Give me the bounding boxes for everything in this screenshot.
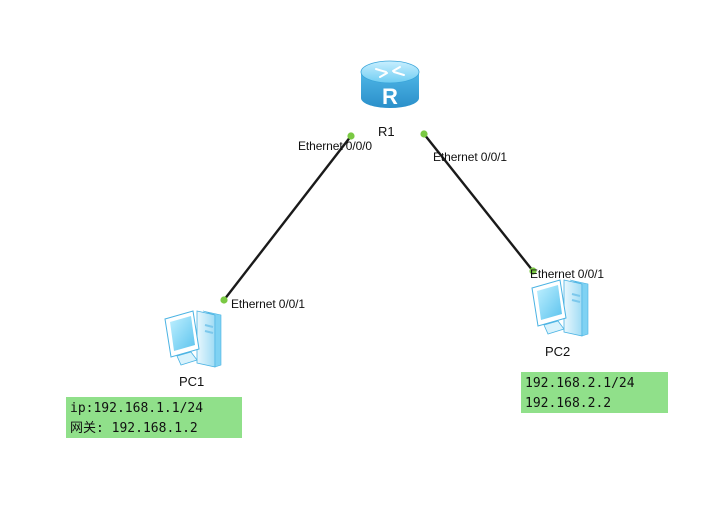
pc2-gateway-line: 192.168.2.2 <box>525 396 612 411</box>
pc2-icon[interactable] <box>531 279 589 337</box>
pc2-label: PC2 <box>545 344 571 359</box>
router-badge: R <box>382 84 398 109</box>
router-icon[interactable]: R <box>360 60 420 109</box>
port-label-pc1-e001: Ethernet 0/0/1 <box>231 297 305 311</box>
port-dot-r1-e000[interactable] <box>347 132 355 140</box>
port-label-r1-e001: Ethernet 0/0/1 <box>433 150 507 164</box>
port-dot-pc1-e001[interactable] <box>220 296 228 304</box>
router-label: R1 <box>378 124 395 139</box>
port-label-r1-e000: Ethernet 0/0/0 <box>298 139 372 153</box>
pc1-address-note[interactable]: ip:192.168.1.1/24 网关: 192.168.1.2 <box>66 397 242 438</box>
pc1-icon[interactable] <box>164 310 222 368</box>
pc2-ip-line: 192.168.2.1/24 <box>525 376 635 391</box>
pc1-label: PC1 <box>179 374 205 389</box>
pc1-gateway-line: 网关: 192.168.1.2 <box>70 421 198 436</box>
port-label-pc2-e001: Ethernet 0/0/1 <box>530 267 604 281</box>
link-r1-pc2[interactable] <box>423 133 534 272</box>
link-r1-pc1[interactable] <box>223 135 352 301</box>
pc1-ip-line: ip:192.168.1.1/24 <box>70 401 204 416</box>
port-dot-pc2-e001[interactable] <box>529 267 537 275</box>
pc2-address-note[interactable]: 192.168.2.1/24 192.168.2.2 <box>521 372 668 413</box>
port-dot-r1-e001[interactable] <box>420 130 428 138</box>
